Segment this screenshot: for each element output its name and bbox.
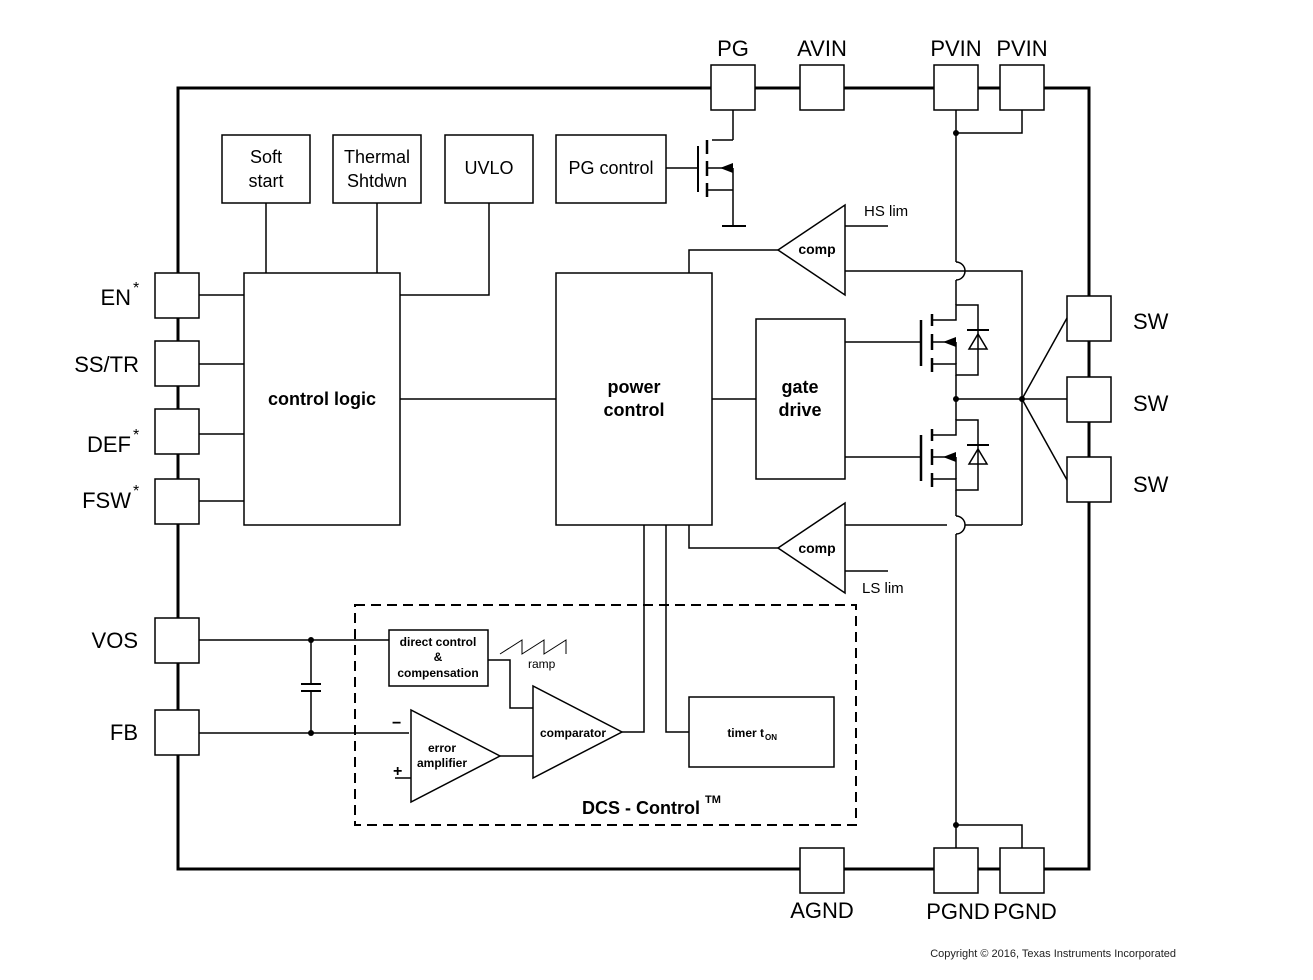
control-logic-label: control logic	[268, 389, 376, 409]
pin-fb-label: FB	[110, 720, 138, 745]
pin-pgnd-2-label: PGND	[993, 899, 1057, 924]
pin-fsw-label: FSW	[82, 488, 131, 513]
pin-en-label: EN	[100, 285, 131, 310]
thermal-label-2: Shtdwn	[347, 171, 407, 191]
power-control-label-2: control	[604, 400, 665, 420]
comparator	[532, 684, 624, 780]
error-amp-plus: +	[393, 763, 402, 780]
direct-control-label-1: direct control	[400, 635, 477, 649]
pin-avin-label: AVIN	[797, 36, 847, 61]
pin-pgnd-1-label: PGND	[926, 899, 990, 924]
error-amp-label-2: amplifier	[417, 756, 467, 770]
comparator-label: comparator	[540, 726, 606, 740]
pin-agnd-label: AGND	[790, 898, 854, 923]
pin-pvin-2-label: PVIN	[996, 36, 1047, 61]
pin-sw-2-label: SW	[1133, 391, 1169, 416]
gate-drive-label-2: drive	[778, 400, 821, 420]
pin-sw-1-label: SW	[1133, 309, 1169, 334]
pin-agnd-box	[799, 847, 845, 894]
direct-control-label-2: &	[434, 650, 443, 664]
pin-pg-box	[710, 64, 756, 111]
ramp-icon	[499, 639, 567, 655]
hs-lim-label: HS lim	[864, 203, 908, 220]
gate-drive-label-1: gate	[781, 377, 818, 397]
pin-vos-label: VOS	[92, 628, 138, 653]
pg-control-label: PG control	[568, 158, 653, 178]
pin-fsw-asterisk: *	[133, 483, 139, 500]
error-amp-minus: −	[392, 715, 401, 732]
dcs-control-label: DCS - Control	[582, 798, 700, 818]
ls-comparator	[776, 501, 846, 595]
pin-avin-box	[799, 64, 845, 111]
thermal-shutdown-block	[332, 134, 422, 204]
pin-pg-label: PG	[717, 36, 749, 61]
pin-sw-3-label: SW	[1133, 472, 1169, 497]
pin-sw-3-box	[1066, 456, 1112, 503]
hs-comparator	[776, 203, 846, 297]
pin-pgnd-2-box	[999, 847, 1045, 894]
pin-vos-box	[154, 617, 200, 664]
dcs-tm-label: TM	[705, 794, 721, 806]
pin-sw-1-box	[1066, 295, 1112, 342]
pin-ss-tr-label: SS/TR	[74, 352, 139, 377]
direct-control-label-3: compensation	[397, 666, 478, 680]
power-control-block	[555, 272, 713, 526]
direct-control-block	[388, 629, 489, 687]
pg-control-block	[555, 134, 667, 204]
pin-pgnd-1-box	[933, 847, 979, 894]
timer-label: timer t	[727, 726, 764, 740]
pin-def-asterisk: *	[133, 427, 139, 444]
power-control-label-1: power	[607, 377, 660, 397]
pin-def-label: DEF	[87, 432, 131, 457]
thermal-label-1: Thermal	[344, 147, 410, 167]
pin-fsw-box	[154, 478, 200, 525]
dcs-control-region	[354, 604, 857, 826]
pin-ss-tr-box	[154, 340, 200, 387]
timer-sub-label: ON	[765, 733, 777, 742]
pin-pvin-1-box	[933, 64, 979, 111]
pin-en-box	[154, 272, 200, 319]
gate-drive-block	[755, 318, 846, 480]
pin-def-box	[154, 408, 200, 455]
comp-hs-label: comp	[798, 241, 835, 257]
uvlo-label: UVLO	[464, 158, 513, 178]
pin-en-asterisk: *	[133, 280, 139, 297]
pin-sw-2-box	[1066, 376, 1112, 423]
pin-fb-box	[154, 709, 200, 756]
soft-start-label-1: Soft	[250, 147, 282, 167]
soft-start-block	[221, 134, 311, 204]
error-amp-label-1: error	[428, 741, 456, 755]
soft-start-label-2: start	[248, 171, 283, 191]
error-amplifier	[410, 708, 502, 804]
ls-lim-label: LS lim	[862, 580, 904, 597]
comp-ls-label: comp	[798, 540, 835, 556]
ramp-label: ramp	[528, 657, 556, 671]
pin-pvin-2-box	[999, 64, 1045, 111]
copyright-text: Copyright © 2016, Texas Instruments Inco…	[930, 948, 1176, 960]
pin-pvin-1-label: PVIN	[930, 36, 981, 61]
